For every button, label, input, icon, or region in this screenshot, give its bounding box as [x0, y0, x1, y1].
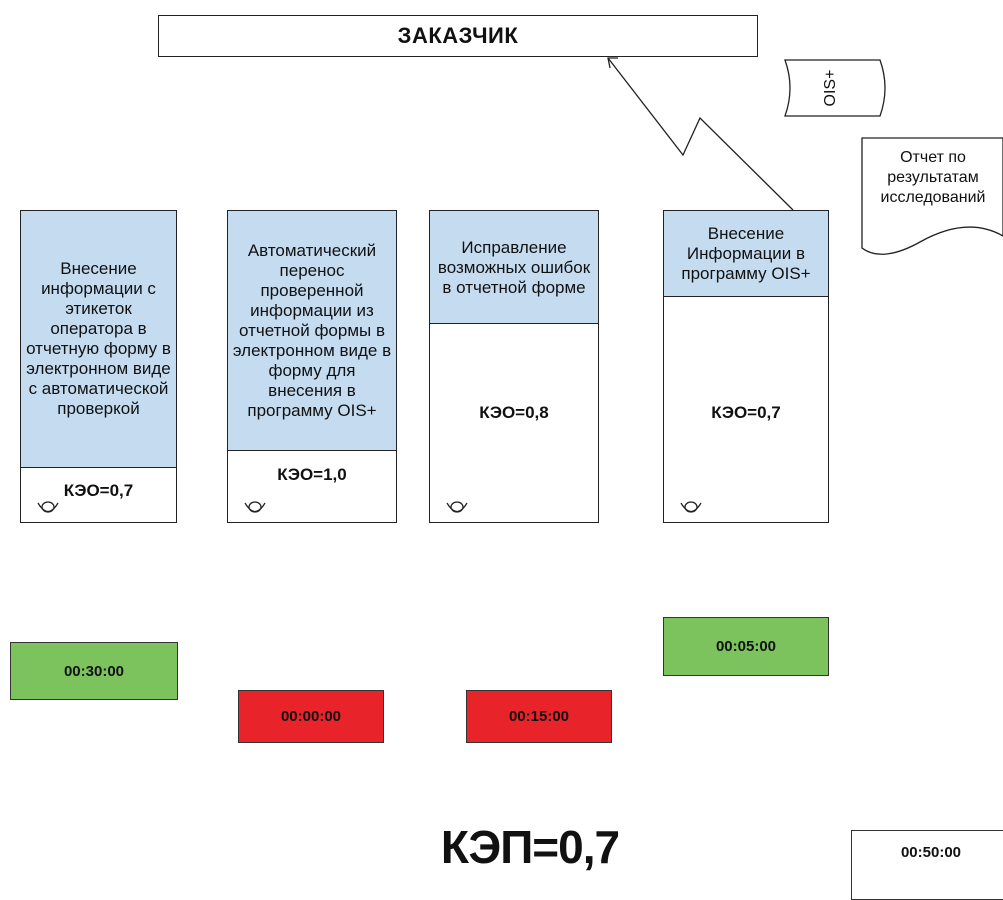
operator-icon [244, 501, 266, 513]
keo-value: КЭО=0,7 [711, 403, 781, 422]
customer-box: ЗАКАЗЧИК [158, 15, 758, 57]
kep-value: КЭП=0,7 [440, 821, 620, 873]
timer-step-1: 00:30:00 [10, 642, 178, 700]
step-card-4: Внесение Информации в программу OIS+ КЭО… [663, 210, 829, 523]
document-icon [861, 137, 1003, 255]
keo-value: КЭО=0,8 [479, 403, 549, 422]
database-icon [784, 59, 886, 117]
keo-value: КЭО=1,0 [277, 465, 347, 484]
timer-value: 00:05:00 [715, 638, 777, 655]
timer-value: 00:30:00 [63, 662, 125, 680]
step-card-2: Автоматический перенос проверенной инфор… [227, 210, 397, 523]
total-time-box: 00:50:00 [851, 830, 1003, 900]
operator-icon [37, 501, 59, 513]
step-text: Внесение информации с этикеток оператора… [21, 211, 176, 468]
timer-step-2: 00:00:00 [238, 690, 384, 743]
step-card-1: Внесение информации с этикеток оператора… [20, 210, 177, 523]
step-card-3: Исправление возможных ошибок в отчетной … [429, 210, 599, 523]
step-text: Исправление возможных ошибок в отчетной … [430, 211, 598, 324]
report-label: Отчет по результатам исследований [880, 149, 986, 206]
operator-icon [680, 501, 702, 513]
customer-label: ЗАКАЗЧИК [397, 23, 519, 48]
keo-value: КЭО=0,7 [63, 481, 134, 500]
timer-value: 00:15:00 [508, 708, 570, 725]
step-text: Автоматический перенос проверенной инфор… [228, 211, 396, 451]
feedback-arrow [607, 57, 794, 211]
arrow-head [607, 57, 618, 69]
timer-value: 00:00:00 [280, 708, 342, 725]
step-text: Внесение Информации в программу OIS+ [664, 211, 828, 297]
database-label: OIS+ [822, 69, 839, 107]
timer-step-3: 00:15:00 [466, 690, 612, 743]
timer-step-4: 00:05:00 [663, 617, 829, 676]
total-time-value: 00:50:00 [900, 843, 962, 861]
operator-icon [446, 501, 468, 513]
